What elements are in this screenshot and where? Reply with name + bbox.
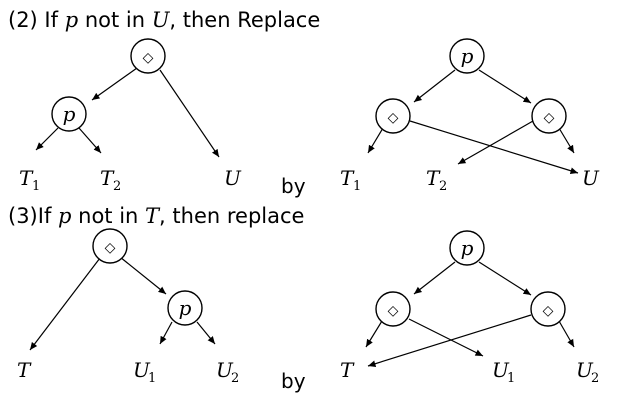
edge xyxy=(413,69,456,103)
edge xyxy=(367,127,384,154)
diamond-node xyxy=(130,38,166,74)
by-label: by xyxy=(281,174,306,198)
leaf-T: T xyxy=(17,358,32,382)
edge xyxy=(413,261,456,295)
leaf-sub: 1 xyxy=(32,179,40,194)
edge xyxy=(408,318,484,357)
leaf-T: T xyxy=(19,166,34,190)
edge xyxy=(478,69,532,104)
diamond-node xyxy=(92,228,128,264)
edge xyxy=(409,120,579,174)
edge xyxy=(91,67,138,101)
leaf-U: U xyxy=(224,166,242,190)
leaf-T: T xyxy=(340,166,355,190)
edge xyxy=(159,321,173,345)
leaf-sub: 1 xyxy=(507,371,515,386)
p-node xyxy=(167,290,203,326)
edge xyxy=(367,314,532,367)
leaf-sub: 2 xyxy=(231,371,239,386)
diamond-icon: ◇ xyxy=(543,303,554,319)
edge xyxy=(78,127,102,154)
edge xyxy=(478,261,532,296)
leaf-sub: 2 xyxy=(113,179,121,194)
leaf-U: U xyxy=(576,358,594,382)
edge xyxy=(365,320,383,348)
edge xyxy=(558,320,575,348)
edge xyxy=(457,120,534,165)
leaf-U: U xyxy=(492,358,510,382)
leaf-T: T xyxy=(426,166,441,190)
by-label: by xyxy=(281,369,306,393)
p-label: p xyxy=(63,102,76,126)
diamond-node xyxy=(375,98,411,134)
p-label: p xyxy=(461,44,474,68)
p-node xyxy=(449,38,485,74)
rule-3-replacement-tree: p ◇ ◇ T U 1 U 2 xyxy=(340,230,599,386)
leaf-sub: 2 xyxy=(439,179,447,194)
edge xyxy=(35,127,59,151)
edge xyxy=(196,321,216,345)
leaf-T: T xyxy=(100,166,115,190)
edge xyxy=(119,256,167,295)
leaf-T: T xyxy=(340,358,355,382)
rule-3-original-tree: ◇ p T U 1 U 2 xyxy=(17,228,239,386)
diamond-node xyxy=(375,291,411,327)
diamond-icon: ◇ xyxy=(388,110,399,126)
p-node xyxy=(449,230,485,266)
leaf-U: U xyxy=(582,166,600,190)
edge xyxy=(558,127,575,154)
rule-2-original-tree: ◇ p T 1 T 2 U xyxy=(19,38,242,194)
edge xyxy=(29,257,101,351)
edge xyxy=(159,69,220,158)
leaf-sub: 1 xyxy=(353,179,361,194)
diamond-icon: ◇ xyxy=(544,110,555,126)
rule-2-replacement-tree: p ◇ ◇ T 1 T 2 U xyxy=(340,38,600,194)
p-label: p xyxy=(461,236,474,260)
diamond-icon: ◇ xyxy=(143,50,154,66)
leaf-U: U xyxy=(216,358,234,382)
leaf-sub: 1 xyxy=(148,371,156,386)
p-node xyxy=(51,96,87,132)
leaf-sub: 2 xyxy=(591,371,599,386)
diamond-icon: ◇ xyxy=(388,303,399,319)
rule-2-heading: (2) If p not in U, then Replace xyxy=(8,8,321,32)
p-label: p xyxy=(179,296,192,320)
rule-3-heading: (3)If p not in T, then replace xyxy=(8,204,305,228)
leaf-U: U xyxy=(133,358,151,382)
diamond-node xyxy=(531,98,567,134)
diamond-node xyxy=(530,291,566,327)
diamond-icon: ◇ xyxy=(105,240,116,256)
